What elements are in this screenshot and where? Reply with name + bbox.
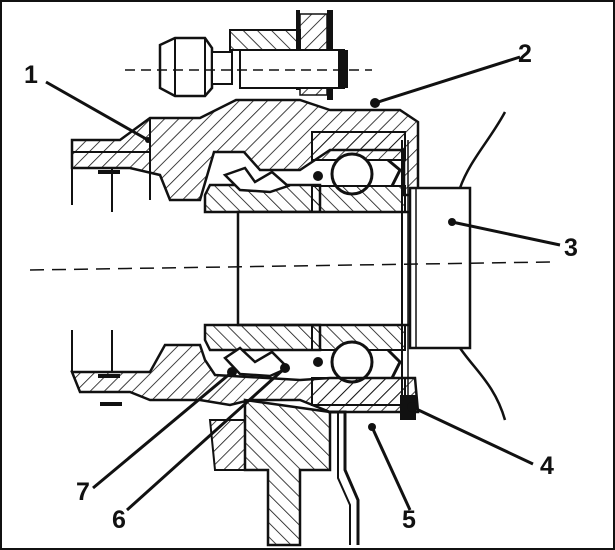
- callout-6: 6: [112, 506, 126, 534]
- bolt-head: [158, 29, 348, 98]
- hub-housing-lower: [70, 330, 420, 414]
- bearing-upper: [203, 131, 406, 214]
- callout-2: 2: [518, 40, 532, 68]
- wheel-hub-contour: [458, 111, 507, 421]
- shaft: [236, 140, 472, 395]
- callout-3: 3: [564, 234, 578, 262]
- callout-labels: 1 2 3 4 5 6 7: [24, 40, 578, 534]
- callout-4: 4: [540, 452, 554, 480]
- callout-5: 5: [402, 506, 416, 534]
- callout-7: 7: [76, 478, 90, 506]
- leader-lines: [45, 55, 561, 512]
- centerlines: [29, 69, 551, 271]
- callout-1: 1: [24, 61, 38, 89]
